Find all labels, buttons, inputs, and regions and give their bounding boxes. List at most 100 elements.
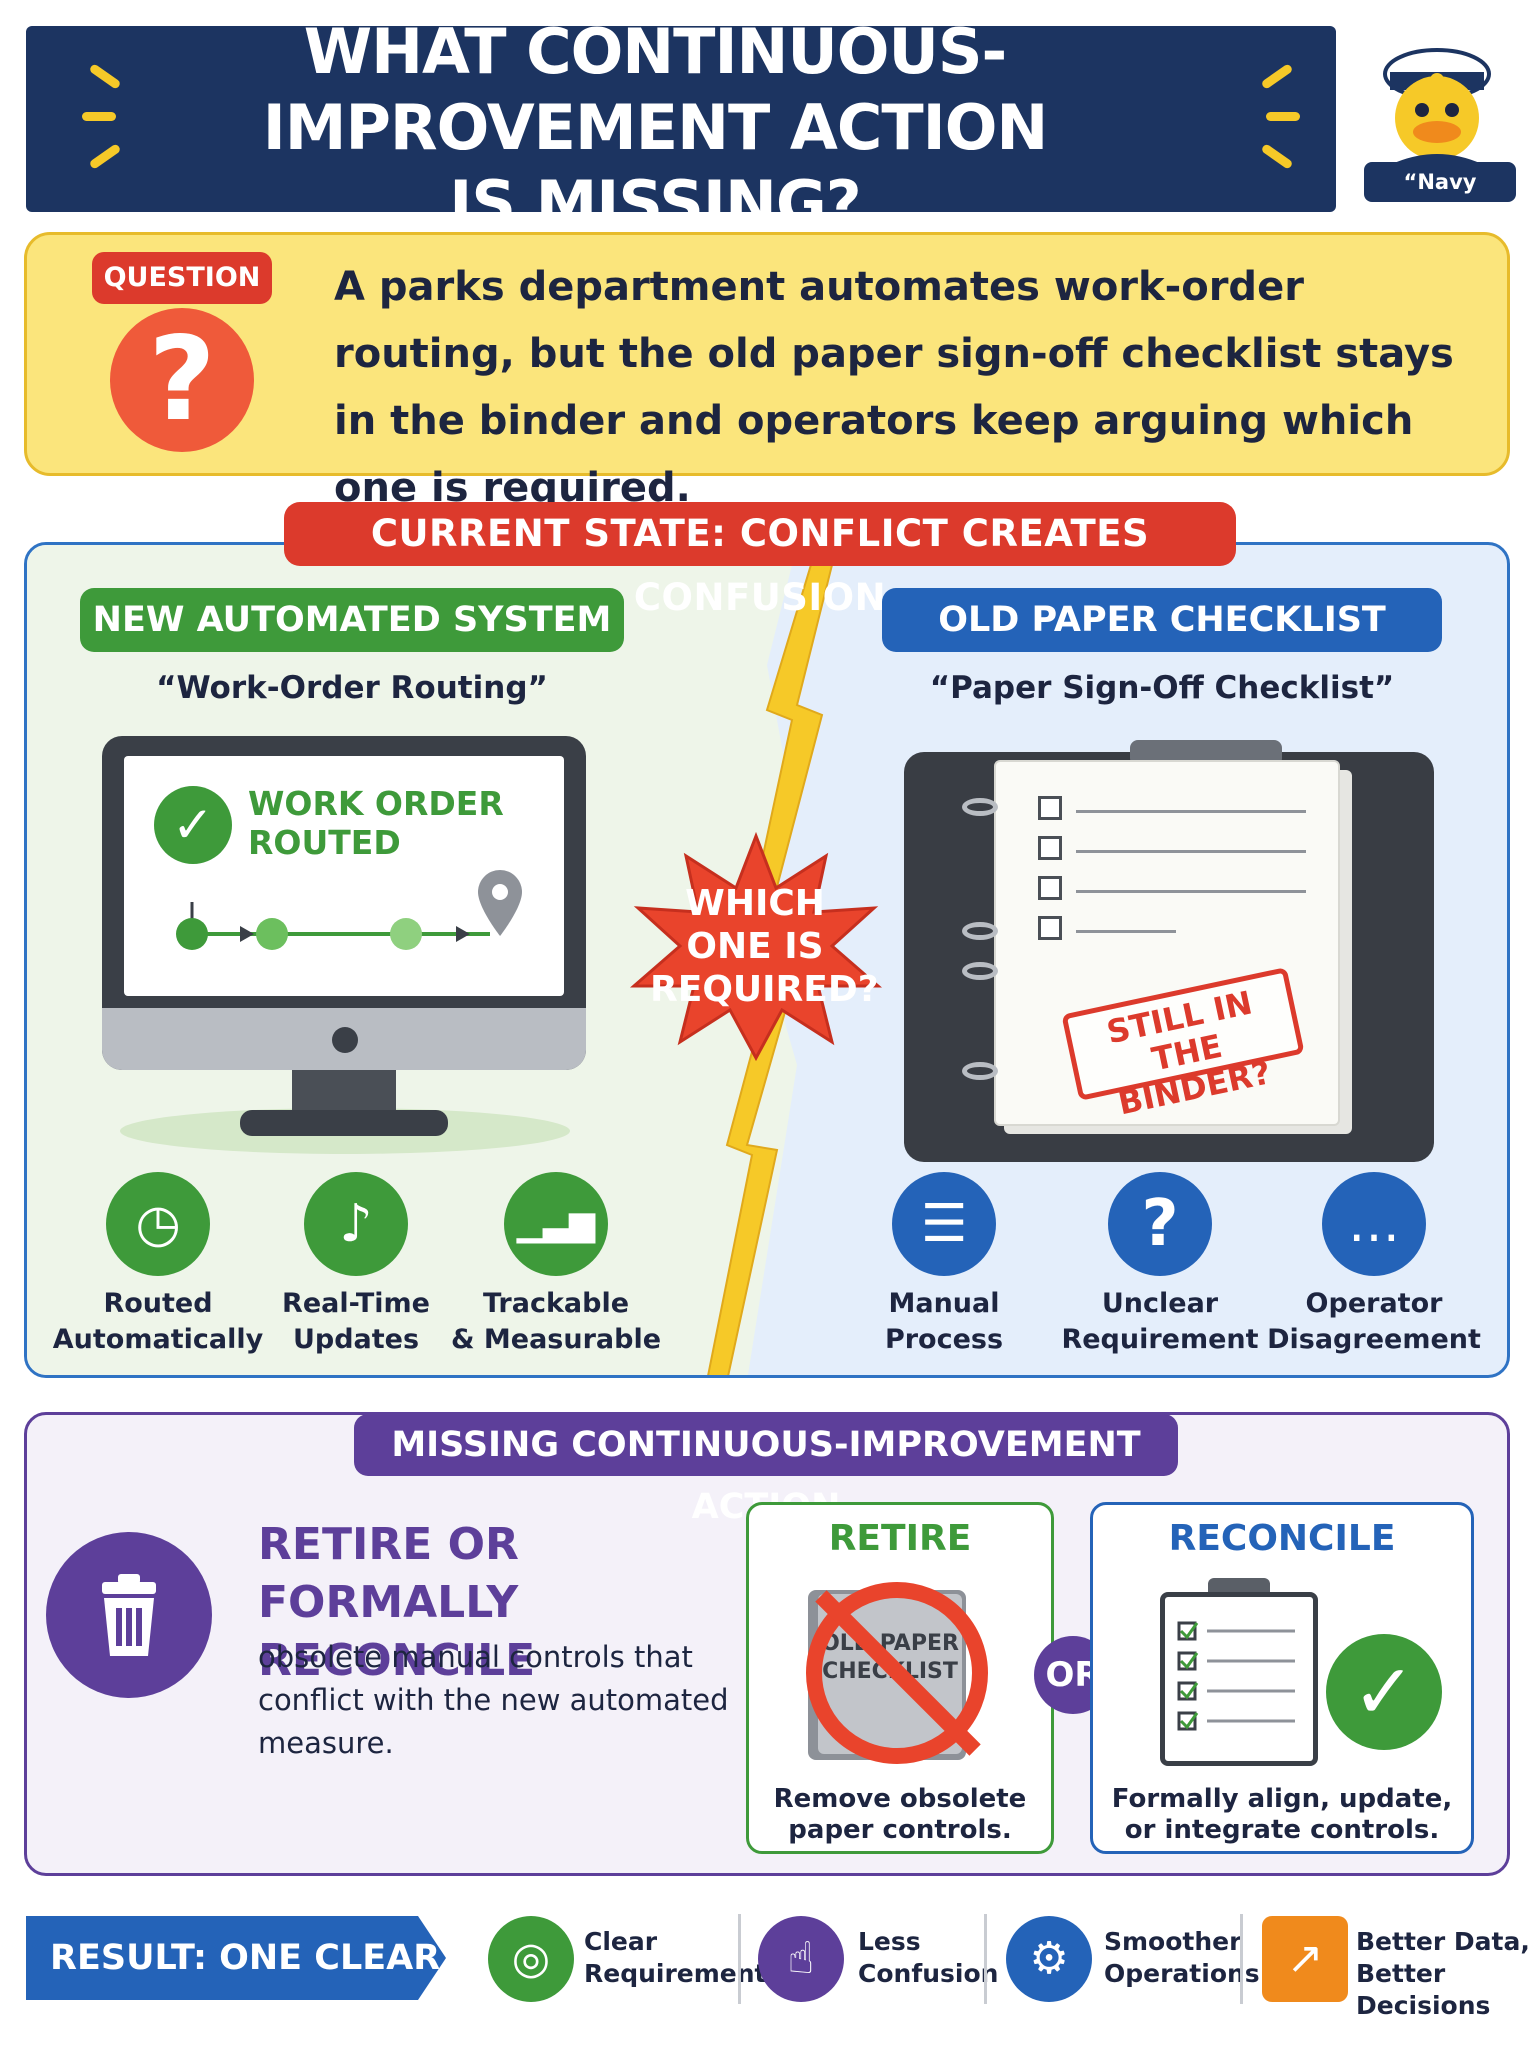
checklist-paper	[994, 760, 1340, 1126]
document-icon: ☰	[892, 1172, 996, 1276]
question-icon: ?	[1108, 1172, 1212, 1276]
checklist-line	[1076, 850, 1306, 853]
result-line2: Confusion	[858, 1959, 999, 1988]
trash-icon	[46, 1532, 212, 1698]
page-title-line2: IS MISSING?	[449, 167, 861, 240]
header-burst-right	[1246, 62, 1306, 172]
bar-chart-icon: ▁▃▆	[504, 1172, 608, 1276]
binder-ring	[962, 798, 998, 816]
result-better-data: Better Data, Better Decisions	[1356, 1926, 1536, 2022]
target-icon: ◎	[488, 1916, 574, 2002]
binder-ring	[962, 1062, 998, 1080]
result-divider	[738, 1914, 741, 2004]
feature-line2: Automatically	[52, 1324, 264, 1355]
header-banner	[26, 26, 1336, 212]
heading-line1: RETIRE OR FORMALLY	[258, 1519, 519, 1628]
checklist-line	[1076, 890, 1306, 893]
question-mark-icon: ?	[110, 308, 254, 452]
feature-line2: Requirement	[1061, 1324, 1259, 1355]
page-title: WHAT CONTINUOUS-IMPROVEMENT ACTION IS MI…	[130, 14, 1180, 242]
reconcile-title: RECONCILE	[1168, 1518, 1396, 1559]
result-line1: Smoother	[1104, 1927, 1242, 1956]
question-badge: QUESTION	[92, 252, 272, 304]
result-divider	[984, 1914, 987, 2004]
result-clear-requirements: Clear Requirements	[584, 1926, 781, 1990]
reconcile-desc-line2: or integrate controls.	[1124, 1815, 1440, 1845]
new-system-subtitle: “Work-Order Routing”	[156, 670, 548, 706]
reconcile-desc-line1: Formally align, update,	[1111, 1784, 1453, 1814]
feature-manual-process: Manual Process	[834, 1286, 1054, 1358]
result-line1: Less	[858, 1927, 921, 1956]
feature-line2: Process	[884, 1324, 1004, 1355]
heading-line2: RECONCILE	[258, 1635, 536, 1686]
retire-title: RETIRE	[828, 1518, 972, 1559]
gear-icon: ⚙	[1006, 1916, 1092, 2002]
route-path-icon	[176, 870, 522, 950]
feature-line2: Updates	[292, 1324, 420, 1355]
result-line2: Operations	[1104, 1959, 1260, 1988]
feature-real-time-updates: Real-Time Updates	[246, 1286, 466, 1358]
conflict-line1: WHICH	[685, 883, 825, 924]
result-line2: Requirements	[584, 1959, 782, 1988]
result-less-confusion: Less Confusion	[858, 1926, 998, 1990]
result-line2: Better Decisions	[1356, 1959, 1491, 2020]
thumbs-up-icon: ☝	[758, 1916, 844, 2002]
conflict-text: WHICH ONE IS REQUIRED?	[650, 882, 879, 1011]
missing-action-heading: RETIRE OR FORMALLY RECONCILE	[258, 1516, 738, 1690]
result-line1: Better Data,	[1356, 1927, 1530, 1956]
current-state-title: CURRENT STATE: CONFLICT CREATES CONFUSIO…	[284, 502, 1236, 619]
header-burst-left	[78, 62, 138, 172]
question-text: A parks department automates work-order …	[334, 264, 1454, 511]
new-system-badge: NEW AUTOMATED SYSTEM	[80, 588, 624, 652]
feature-line1: Operator	[1305, 1288, 1443, 1319]
result-smoother-operations: Smoother Operations	[1104, 1926, 1260, 1990]
checkbox-icon	[1038, 916, 1062, 940]
conflict-starburst-icon	[629, 831, 883, 1062]
checkmark-icon: ✓	[1326, 1634, 1442, 1750]
feature-line1: Routed	[103, 1288, 213, 1319]
routed-text-line1: WORK ORDER	[248, 784, 504, 823]
missing-action-description: obsolete manual controls that conflict w…	[258, 1640, 729, 1760]
binder-ring	[962, 922, 998, 940]
old-system-subtitle: “Paper Sign-Off Checklist”	[929, 670, 1395, 706]
bell-icon: ♪	[304, 1172, 408, 1276]
checkbox-icon	[1038, 876, 1062, 900]
feature-unclear-requirement: Unclear Requirement	[1050, 1286, 1270, 1358]
monitor-neck	[292, 1070, 396, 1112]
result-line1: Clear	[584, 1927, 658, 1956]
result-badge: RESULT: ONE CLEAR WAY	[26, 1916, 446, 2000]
reconcile-description: Formally align, update, or integrate con…	[1090, 1784, 1474, 1846]
checklist-line	[1076, 930, 1176, 933]
feature-line1: Trackable	[482, 1288, 630, 1319]
feature-line1: Unclear	[1101, 1288, 1219, 1319]
conflict-line2: ONE IS	[686, 926, 824, 967]
feature-trackable-measurable: Trackable & Measurable	[446, 1286, 666, 1358]
old-system-badge: OLD PAPER CHECKLIST	[882, 588, 1442, 652]
page-title-line1: WHAT CONTINUOUS-IMPROVEMENT ACTION	[262, 15, 1049, 164]
checklist-line	[1076, 810, 1306, 813]
checkbox-icon	[1038, 796, 1062, 820]
chat-bubbles-icon: …	[1322, 1172, 1426, 1276]
checkmark-icon: ✓	[154, 786, 232, 864]
growth-chart-icon: ↗	[1262, 1916, 1348, 2002]
retire-desc-line2: paper controls.	[788, 1815, 1012, 1845]
feature-line2: Disagreement	[1267, 1324, 1481, 1355]
clock-icon: ◷	[106, 1172, 210, 1276]
feature-line1: Manual	[888, 1288, 1000, 1319]
checkbox-icon	[1038, 836, 1062, 860]
missing-action-title: MISSING CONTINUOUS-IMPROVEMENT ACTION	[354, 1414, 1178, 1527]
retire-desc-line1: Remove obsolete	[773, 1784, 1027, 1814]
monitor-base	[240, 1110, 448, 1136]
feature-line2: & Measurable	[450, 1324, 662, 1355]
routed-text-line2: ROUTED	[248, 823, 401, 862]
mascot-label: “Navy Duck”	[1364, 162, 1516, 234]
binder-ring	[962, 962, 998, 980]
clipboard-icon	[1160, 1592, 1318, 1766]
feature-operator-disagreement: Operator Disagreement	[1264, 1286, 1484, 1358]
feature-line1: Real-Time	[282, 1288, 430, 1319]
feature-routed-automatically: Routed Automatically	[48, 1286, 268, 1358]
monitor-button	[332, 1027, 358, 1053]
work-order-routed-text: WORK ORDER ROUTED	[248, 784, 508, 862]
retire-description: Remove obsolete paper controls.	[746, 1784, 1054, 1846]
result-divider	[1240, 1914, 1243, 2004]
